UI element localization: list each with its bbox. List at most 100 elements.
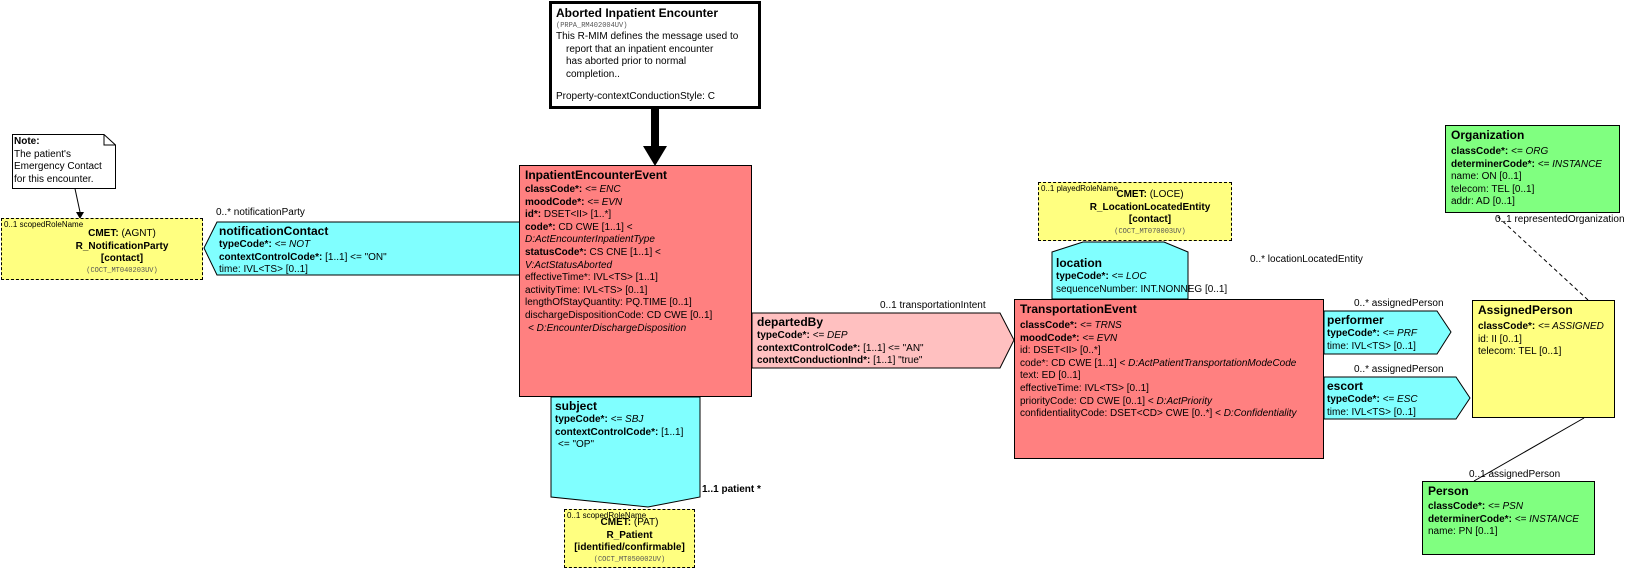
escort-assoc-label: 0..* assignedPerson — [1354, 364, 1444, 375]
organization-telecom: telecom: TEL [0..1] — [1451, 183, 1535, 195]
notification-contact: notificationContact typeCode*: <= NOT co… — [219, 224, 387, 277]
location-sequence: sequenceNumber: INT.NONNEG [0..1] — [1056, 283, 1228, 295]
agnt-flavor: [contact] — [100, 253, 144, 265]
patient-flavor: [identified/confirmable] — [574, 542, 685, 554]
cmet-location-located-entity: 0..1 playedRoleName CMET: (LOCE) R_Locat… — [1038, 182, 1232, 241]
subject-typecode-label: typeCode*: — [555, 414, 608, 425]
person-determiner-label: determinerCode*: — [1428, 513, 1512, 525]
transport-id: id: DSET<II> [0..*] — [1020, 345, 1101, 357]
performer-shape — [1323, 310, 1452, 355]
inpatient-code-domain: D:ActEncounterInpatientType — [525, 234, 655, 246]
inpatient-id-label: id*: — [525, 209, 542, 221]
performer-typecode-label: typeCode*: — [1327, 328, 1380, 339]
departed-typecode-value: <= DEP — [812, 330, 848, 341]
organization-determiner-value: <= INSTANCE — [1537, 158, 1602, 170]
agnt-cmet-code: (AGNT) — [121, 228, 156, 239]
inpatient-activity: activityTime: IVL<TS> [0..1] — [525, 284, 648, 296]
assigned-person: AssignedPerson classCode*: <= ASSIGNED i… — [1472, 300, 1615, 418]
notification-ccc-value: [1..1] <= "ON" — [325, 251, 387, 263]
subject-title: subject — [555, 399, 598, 413]
transport-moodcode-value: <= EVN — [1082, 332, 1118, 344]
escort-shape — [1323, 376, 1471, 420]
person: Person classCode*: <= PSN determinerCode… — [1422, 481, 1595, 555]
organization-title: Organization — [1451, 128, 1525, 142]
loce-flavor: [contact] — [1128, 214, 1172, 226]
notification-title: notificationContact — [219, 224, 329, 238]
person-classcode-value: <= PSN — [1488, 501, 1524, 512]
inpatient-title: InpatientEncounterEvent — [525, 168, 668, 182]
notification-time: time: IVL<TS> [0..1] — [219, 264, 308, 275]
agnt-role-name: 0..1 scopedRoleName — [4, 220, 84, 229]
header-desc-3: has aborted prior to normal — [566, 56, 687, 68]
organization-determiner-label: determinerCode*: — [1451, 158, 1535, 170]
transport-code-domain: D:ActPatientTransportationModeCode — [1128, 357, 1297, 369]
person-assoc-label: 0..1 assignedPerson — [1469, 469, 1561, 480]
cmet-notification-party: 0..1 scopedRoleName CMET: (AGNT) R_Notif… — [1, 218, 203, 280]
header-arrow-shaft — [651, 108, 659, 146]
transport-confidentiality: confidentialityCode: DSET<CD> CWE [0..*]… — [1020, 408, 1221, 420]
patient-cmet-label: CMET: — [600, 517, 632, 528]
assigned-id: id: II [0..1] — [1478, 333, 1522, 345]
inpatient-classcode-value: <= ENC — [585, 184, 621, 195]
location-typecode-label: typeCode*: — [1056, 271, 1109, 282]
loce-cmet-label: CMET: — [1116, 189, 1147, 200]
notification-assoc-label: 0..* notificationParty — [216, 207, 305, 218]
organization: Organization classCode*: <= ORG determin… — [1445, 125, 1620, 213]
header-arrow-head — [643, 146, 667, 166]
organization-addr: addr: AD [0..1] — [1451, 196, 1515, 208]
person-link — [1473, 417, 1585, 482]
organization-name: name: ON [0..1] — [1451, 171, 1522, 183]
performer-assoc-label: 0..* assignedPerson — [1354, 298, 1444, 309]
header-property: Property-contextConductionStyle: C — [556, 91, 715, 103]
transport-title: TransportationEvent — [1020, 302, 1137, 316]
inpatient-moodcode-label: moodCode*: — [525, 196, 585, 208]
departed-assoc-label: 0..1 transportationIntent — [880, 300, 986, 311]
location: location typeCode*: <= LOC sequenceNumbe… — [1056, 256, 1227, 296]
performer-time: time: IVL<TS> [0..1] — [1327, 340, 1416, 352]
transport-priority: priorityCode: CD CWE [0..1] < — [1020, 395, 1154, 407]
subject-ccc-value: [1..1] — [661, 426, 684, 438]
escort: escort typeCode*: <= ESC time: IVL<TS> [… — [1327, 379, 1418, 419]
subject-assoc-label: 1..1 patient * — [702, 484, 761, 495]
agnt-id: (COCT_MT040203UV) — [86, 266, 158, 275]
header-desc-2: report that an inpatient encounter — [566, 43, 714, 55]
location-title: location — [1056, 256, 1103, 270]
person-classcode-label: classCode*: — [1428, 501, 1486, 512]
escort-typecode-label: typeCode*: — [1327, 394, 1380, 405]
assigned-classcode-value: <= ASSIGNED — [1538, 321, 1604, 332]
person-name: name: PN [0..1] — [1428, 526, 1498, 538]
escort-title: escort — [1327, 379, 1364, 393]
note-line-3: for this encounter. — [14, 173, 94, 185]
inpatient-status-domain: V:ActStatusAborted — [525, 259, 613, 271]
header-desc-1: This R-MIM defines the message used to — [556, 31, 739, 42]
performer-typecode-value: <= PRF — [1382, 328, 1418, 339]
assigned-telecom: telecom: TEL [0..1] — [1478, 346, 1562, 358]
departed-by-shape — [751, 312, 1015, 369]
transportation-event: TransportationEvent classCode*: <= TRNS … — [1014, 299, 1324, 459]
note-shape — [12, 134, 116, 189]
assigned-title: AssignedPerson — [1478, 303, 1573, 317]
inpatient-effective: effectiveTime*: IVL<TS> [1..1] — [525, 272, 658, 284]
note-line-2: Emergency Contact — [14, 161, 102, 172]
patient-id: (COCT_MT050002UV) — [593, 555, 666, 564]
inpatient-classcode-label: classCode*: — [525, 184, 583, 195]
note-box: Note: The patient's Emergency Contact fo… — [12, 134, 116, 189]
notification-typecode-label: typeCode*: — [219, 239, 272, 250]
escort-typecode-value: <= ESC — [1382, 394, 1418, 405]
transport-text: text: ED [0..1] — [1020, 370, 1081, 382]
loce-id: (COCT_MT070003UV) — [1114, 227, 1186, 236]
person-title: Person — [1428, 484, 1469, 498]
organization-assoc-label: 0..1 representedOrganization — [1495, 214, 1625, 225]
header-box: Aborted Inpatient Encounter (PRPA_RM4020… — [549, 1, 761, 109]
performer: performer typeCode*: <= PRF time: IVL<TS… — [1327, 313, 1417, 353]
departed-ccc-label: contextControlCode*: — [757, 342, 861, 354]
note-line-1: The patient's — [14, 148, 71, 160]
departed-cci-label: contextConductionInd*: — [757, 355, 871, 366]
loce-name: R_LocationLocatedEntity — [1089, 201, 1211, 213]
assigned-classcode-label: classCode*: — [1478, 321, 1536, 332]
inpatient-encounter-event: InpatientEncounterEvent classCode*: <= E… — [519, 165, 752, 397]
cmet-patient: 0..1 scopedRoleName CMET: (PAT) R_Patien… — [564, 509, 695, 568]
departed-ccc-value: [1..1] <= "AN" — [863, 342, 924, 354]
transport-confidentiality-domain: D:Confidentiality — [1223, 408, 1297, 420]
